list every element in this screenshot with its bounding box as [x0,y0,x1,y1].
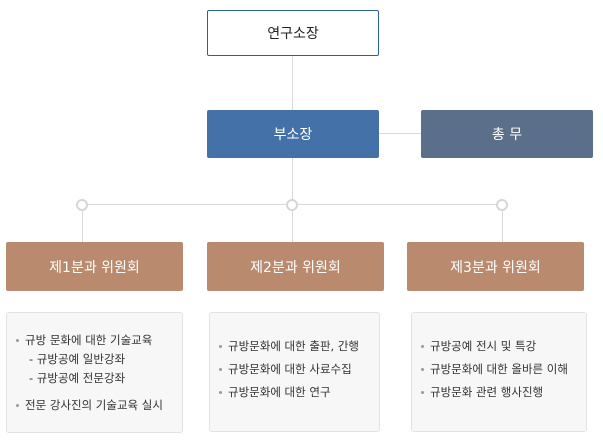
list-item: 규방문화에 대한 출판, 간행 [210,337,379,356]
list-item: 규방문화에 대한 사료수집 [210,360,379,379]
bullet-icon [421,391,424,394]
bullet-icon [219,345,222,348]
list-item: 규방공예 전시 및 특강 [412,337,586,356]
bullet-icon [421,368,424,371]
committee-1-label: 제1분과 위원회 [49,259,140,276]
node-dot-c2 [286,199,298,211]
list-subitem: - 규방공예 전문강좌 [29,371,126,385]
committee-2-description: 규방문화에 대한 출판, 간행 규방문화에 대한 사료수집 규방문화에 대한 연… [209,312,380,432]
bullet-icon [16,404,19,407]
committee-2-label: 제2분과 위원회 [250,259,341,276]
list-item: 전문 강사진의 기술교육 실시 [7,396,182,415]
committee-3-box: 제3분과 위원회 [407,242,584,291]
bullet-icon [16,339,19,342]
committee-1-description: 규방 문화에 대한 기술교육 - 규방공예 일반강좌 - 규방공예 전문강좌 전… [6,312,183,433]
director-label: 연구소장 [267,26,319,42]
list-subitem: - 규방공예 일반강좌 [29,352,126,366]
director-box: 연구소장 [207,10,379,56]
node-dot-c3 [496,199,508,211]
connector-director-deputy [292,56,293,110]
committee-1-box: 제1분과 위원회 [6,242,183,291]
committee-3-label: 제3분과 위원회 [450,259,541,276]
bullet-icon [219,391,222,394]
connector-deputy-branch [292,158,293,204]
deputy-label: 부소장 [273,127,313,143]
connector-branch-c1 [82,204,83,242]
list-item: 규방문화 관련 행사진행 [412,383,586,402]
bullet-icon [219,368,222,371]
list-item: 규방문화에 대한 올바른 이해 [412,360,586,379]
connector-branch-c3 [502,204,503,242]
list-item: 규방 문화에 대한 기술교육 [7,331,182,350]
node-dot-c1 [76,199,88,211]
connector-deputy-admin [379,133,421,134]
committee-2-box: 제2분과 위원회 [207,242,384,291]
admin-box: 총 무 [421,110,593,158]
list-item: 규방문화에 대한 연구 [210,383,379,402]
bullet-icon [421,345,424,348]
deputy-box: 부소장 [207,110,379,158]
committee-3-description: 규방공예 전시 및 특강 규방문화에 대한 올바른 이해 규방문화 관련 행사진… [411,312,587,432]
admin-label: 총 무 [491,127,523,143]
connector-branch-c2 [292,204,293,242]
